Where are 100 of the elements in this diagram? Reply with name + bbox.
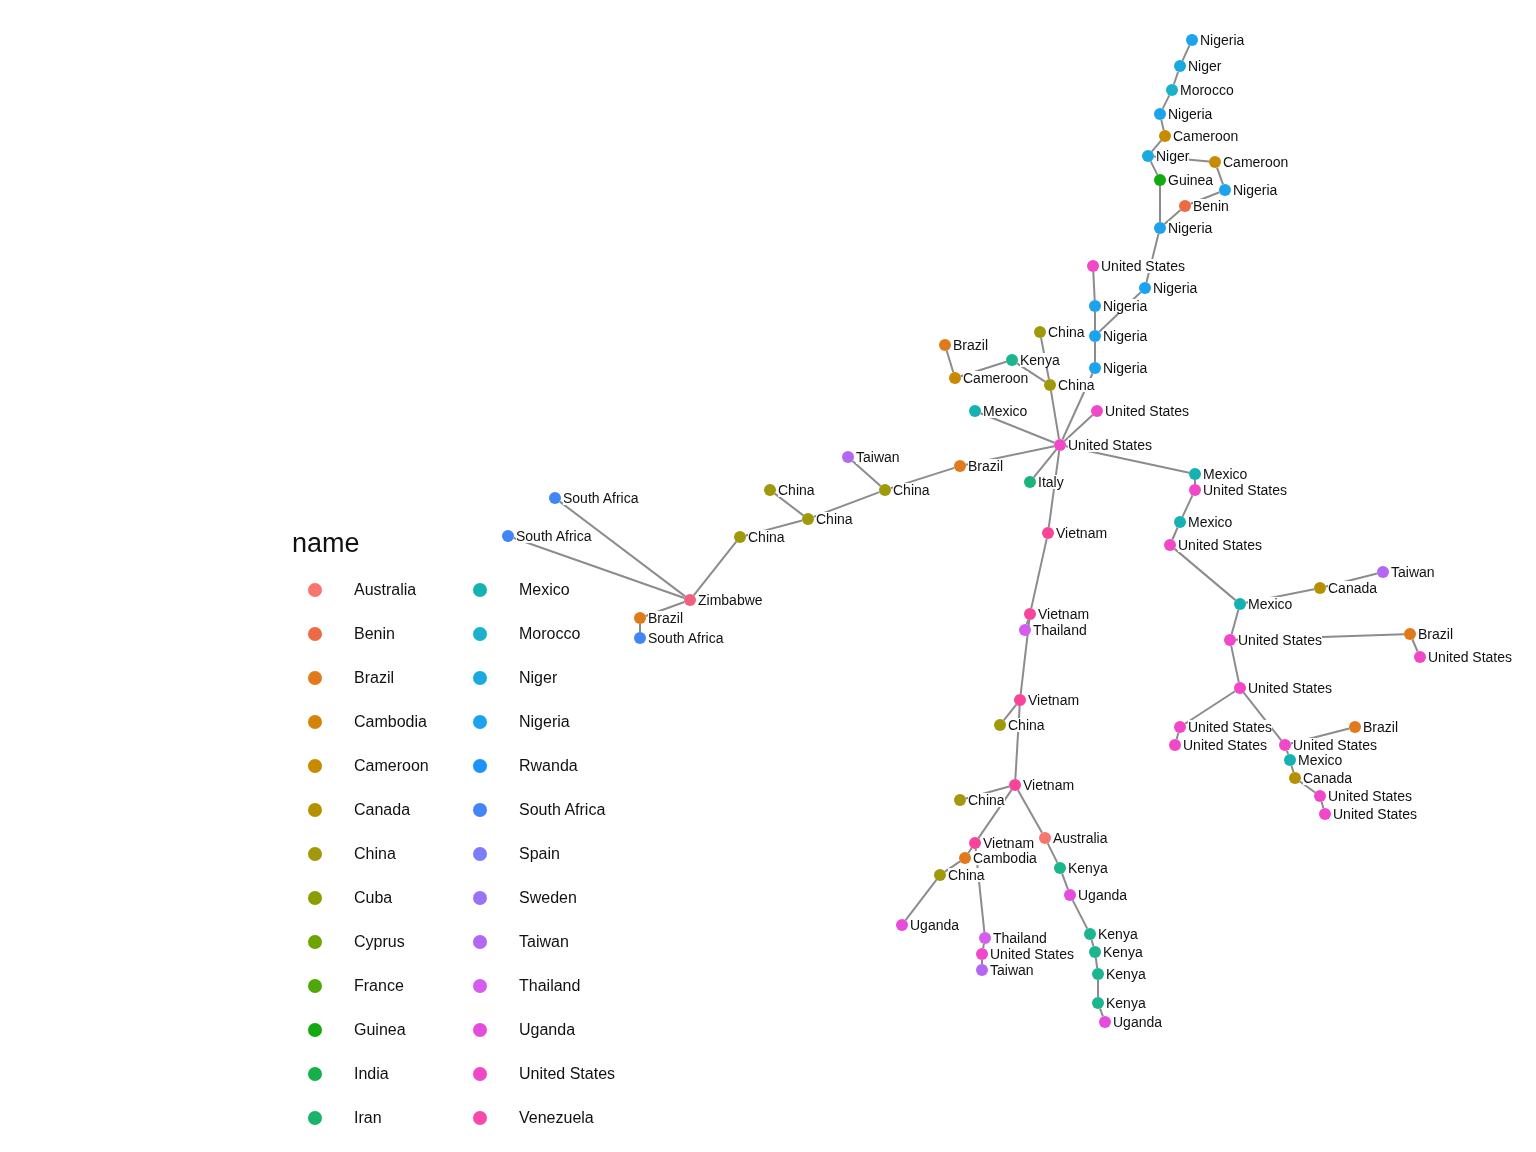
point-label: Canada xyxy=(1328,581,1378,595)
point-label: Zimbabwe xyxy=(698,593,763,607)
legend-label: Spain xyxy=(519,845,560,863)
tree-branch xyxy=(1175,731,1180,741)
point-label: Canada xyxy=(1303,771,1353,785)
point-label: Uganda xyxy=(1113,1015,1163,1029)
tree-branch xyxy=(1090,938,1095,948)
point-label: United States xyxy=(1333,807,1418,821)
point-label: Mexico xyxy=(983,404,1028,418)
point-label: South Africa xyxy=(516,529,592,543)
point-label: Mexico xyxy=(1203,467,1248,481)
point-label: Vietnam xyxy=(1056,526,1108,540)
legend-label: Brazil xyxy=(354,669,394,687)
tree-branch xyxy=(1171,526,1179,541)
point-label: China xyxy=(968,793,1005,807)
legend-label: India xyxy=(354,1065,389,1083)
legend-label: Cyprus xyxy=(354,933,405,951)
tree-branch xyxy=(1163,208,1182,226)
point-label: Thailand xyxy=(993,931,1047,945)
point-label: Brazil xyxy=(968,459,1003,473)
legend-label: Guinea xyxy=(354,1021,406,1039)
point-label: Thailand xyxy=(1033,623,1087,637)
point-label: United States xyxy=(1068,438,1153,452)
point-label: China xyxy=(778,483,815,497)
point-label: Italy xyxy=(1038,475,1064,489)
point-label: Kenya xyxy=(1106,967,1146,981)
point-label: United States xyxy=(1105,404,1190,418)
tree-branch xyxy=(1172,70,1180,86)
tree-branch xyxy=(904,878,938,922)
legend-label: Uganda xyxy=(519,1021,576,1039)
point-label: Nigeria xyxy=(1200,33,1245,47)
tree-branch xyxy=(558,500,687,598)
point-label: China xyxy=(1048,325,1085,339)
tree-branch xyxy=(1285,749,1290,756)
tree-branch xyxy=(1173,547,1237,602)
point-label: Brazil xyxy=(953,338,988,352)
legend-label: Venezuela xyxy=(519,1109,594,1127)
point-label: United States xyxy=(1238,633,1323,647)
point-label: China xyxy=(893,483,930,497)
legend-label: Australia xyxy=(354,581,417,599)
point-label: Australia xyxy=(1053,831,1108,845)
point-label: Brazil xyxy=(1418,627,1453,641)
point-label: Kenya xyxy=(1103,945,1143,959)
tree-branch xyxy=(1150,139,1163,153)
point-label: Nigeria xyxy=(1103,361,1148,375)
point-label: United States xyxy=(1248,681,1333,695)
tree-branch xyxy=(1046,842,1059,864)
tree-branch xyxy=(1094,956,1099,970)
point-label: United States xyxy=(990,947,1075,961)
tree-branch xyxy=(812,491,881,518)
tree-branch xyxy=(1189,191,1221,205)
point-label: United States xyxy=(1428,650,1513,664)
point-label: Uganda xyxy=(1078,888,1128,902)
tree-branch xyxy=(967,847,973,854)
legend-label: Mexico xyxy=(519,581,570,599)
point-label: South Africa xyxy=(563,491,639,505)
legend-label: Cameroon xyxy=(354,757,429,775)
tree-branch xyxy=(851,460,882,487)
tree-branch xyxy=(639,623,641,633)
point-label: Vietnam xyxy=(1028,693,1080,707)
tree-branch xyxy=(977,788,1013,840)
tree-branch xyxy=(1016,362,1046,383)
point-label: Vietnam xyxy=(1023,778,1075,792)
tree-branch xyxy=(1061,872,1069,891)
point-label: Brazil xyxy=(648,611,683,625)
point-label: Guinea xyxy=(1168,173,1214,187)
point-label: China xyxy=(1058,378,1095,392)
tree-branch xyxy=(943,860,962,873)
tree-branch xyxy=(1071,899,1089,930)
legend-label: Cambodia xyxy=(354,713,427,731)
point-label: Taiwan xyxy=(856,450,900,464)
point-label: Cambodia xyxy=(973,851,1037,865)
point-label: United States xyxy=(1101,259,1186,273)
tree-branch xyxy=(945,349,955,374)
tree-branch xyxy=(979,412,1056,444)
point-label: Kenya xyxy=(1106,996,1146,1010)
legend-title: name xyxy=(292,527,360,559)
tree-branch xyxy=(1063,414,1094,442)
point-label: Nigeria xyxy=(1153,281,1198,295)
point-label: China xyxy=(948,868,985,882)
point-label: Niger xyxy=(1188,59,1222,73)
legend-label: France xyxy=(354,977,404,995)
point-label: United States xyxy=(1183,738,1268,752)
tree-branch xyxy=(1230,644,1240,684)
legend-label: Benin xyxy=(354,625,395,643)
legend-label: Sweden xyxy=(519,889,577,907)
point-label: Nigeria xyxy=(1168,221,1213,235)
point-label: Nigeria xyxy=(1103,329,1148,343)
point-label: Cameroon xyxy=(963,371,1029,385)
point-label: Kenya xyxy=(1020,353,1060,367)
tree-branch xyxy=(692,540,738,597)
point-label: Brazil xyxy=(1363,720,1398,734)
tree-branch xyxy=(1092,271,1096,301)
point-label: Niger xyxy=(1156,149,1190,163)
legend-label: Nigeria xyxy=(519,713,570,731)
tree-branch xyxy=(1216,166,1224,186)
point-label: United States xyxy=(1328,789,1413,803)
tree-branch xyxy=(1050,389,1060,441)
point-label: Nigeria xyxy=(1103,299,1148,313)
point-label: Taiwan xyxy=(990,963,1034,977)
